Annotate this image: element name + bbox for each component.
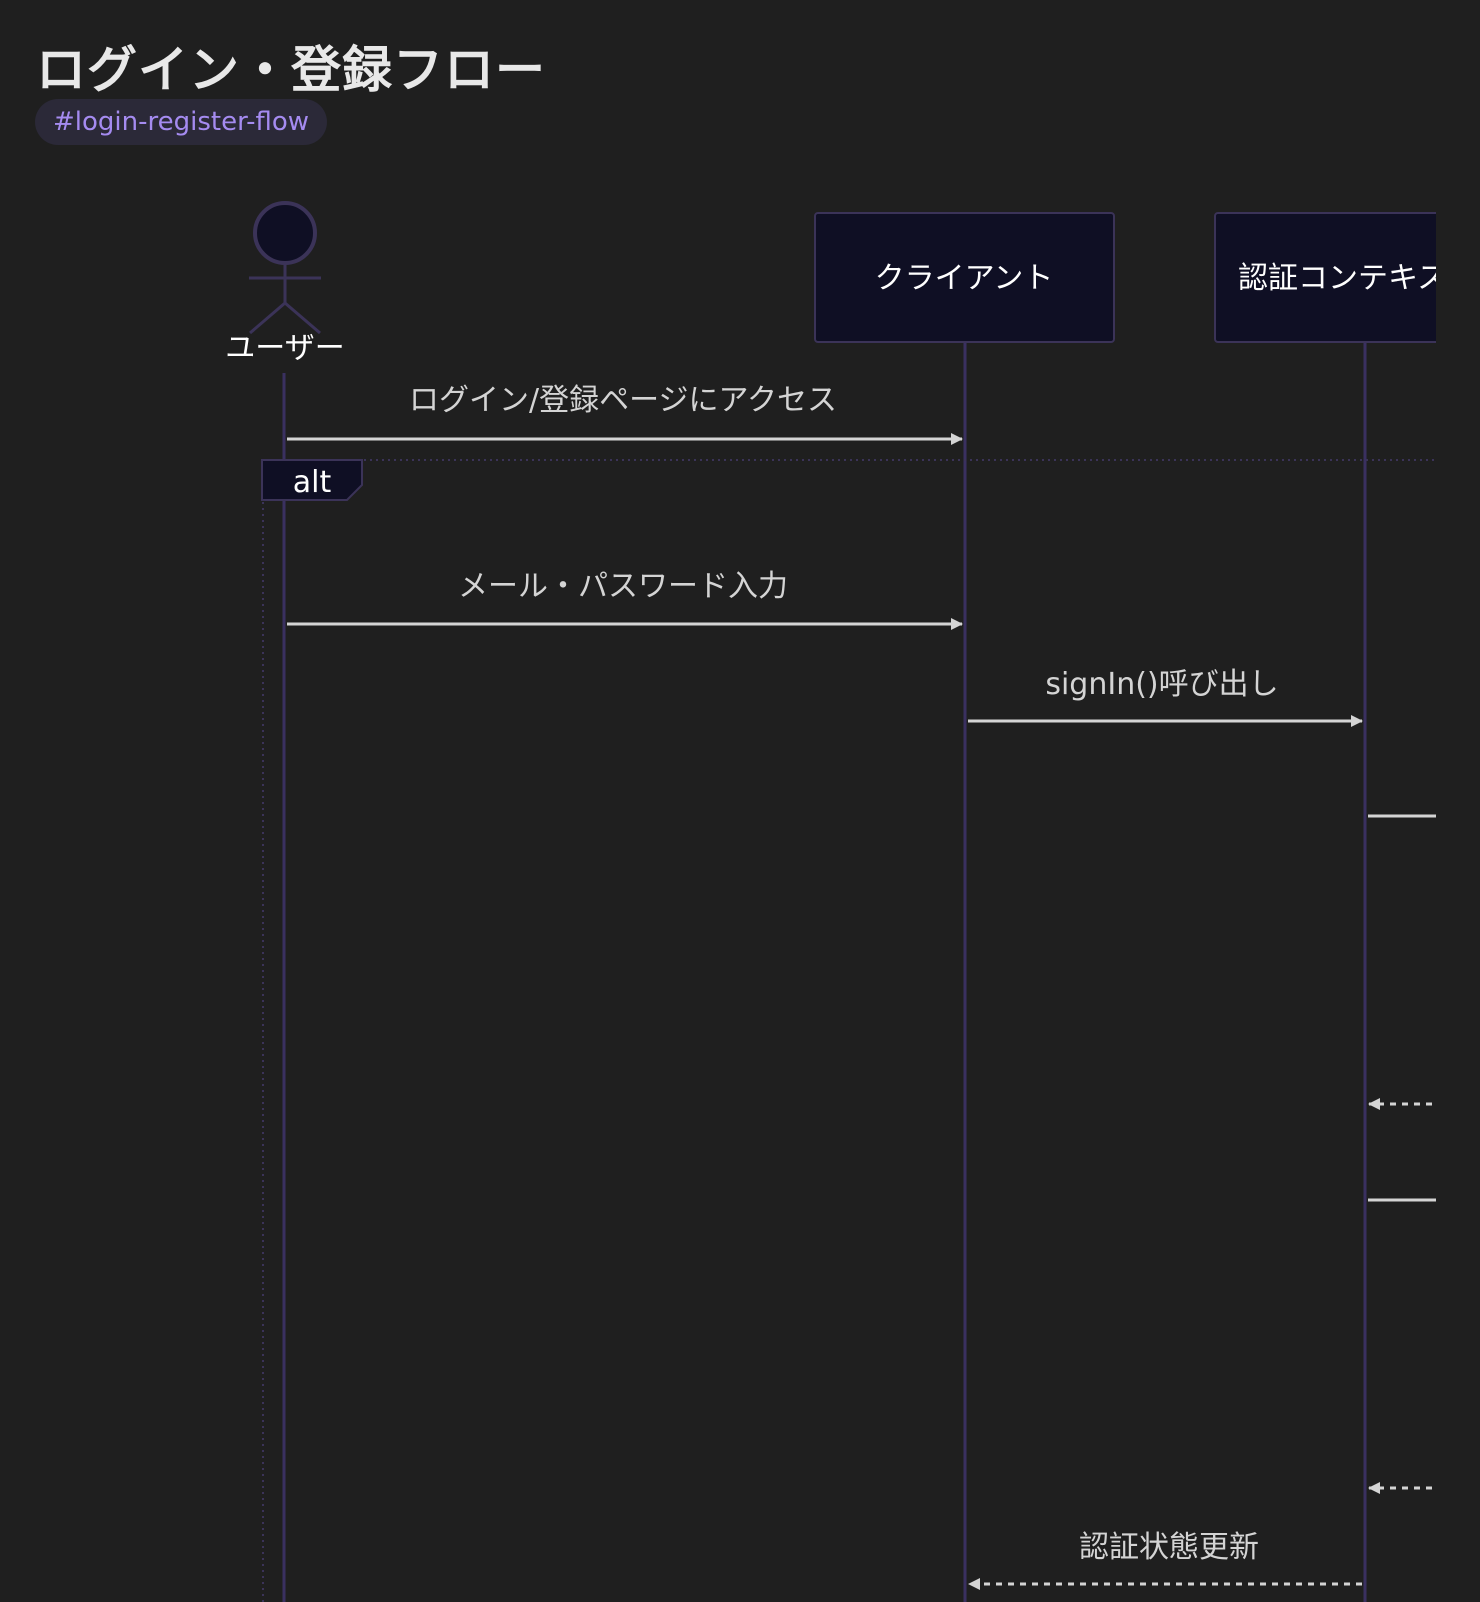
alt-fragment-label: alt xyxy=(261,459,363,501)
participant-label-auth-context: 認証コンテキスト xyxy=(1238,261,1477,296)
participant-auth-context[interactable]: 認証コンテキスト xyxy=(1214,212,1480,343)
participant-label-user: ユーザー xyxy=(225,331,344,366)
message-label: 認証状態更新 xyxy=(1079,1530,1259,1565)
participant-box-auth-context xyxy=(1214,212,1436,343)
alt-label-text: alt xyxy=(293,465,332,500)
message-label: メール・パスワード入力 xyxy=(458,569,788,604)
actor-head xyxy=(253,201,317,265)
page-title: ログイン・登録フロー xyxy=(36,41,546,99)
diagram-tag[interactable]: #login-register-flow xyxy=(35,99,328,145)
actor-right-leg xyxy=(284,301,321,335)
participant-label-client: クライアント xyxy=(875,261,1054,296)
message-label: signIn()呼び出し xyxy=(1045,667,1278,702)
participant-client[interactable]: クライアント xyxy=(814,212,1115,343)
actor-left-leg xyxy=(249,301,286,335)
message-label: ログイン/登録ページにアクセス xyxy=(409,383,837,418)
actor-user[interactable]: ユーザー xyxy=(225,201,345,366)
participant-box-client xyxy=(814,212,1115,343)
